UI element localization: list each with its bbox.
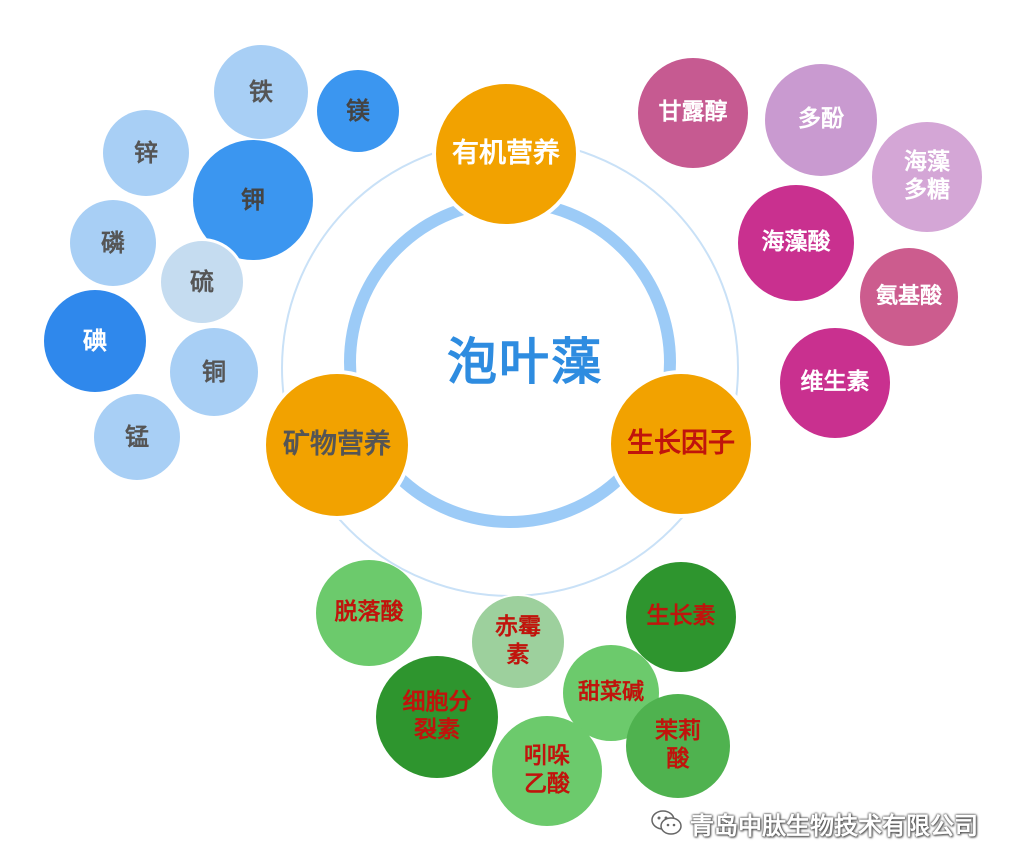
- growth-item-auxin: 生长素: [626, 562, 736, 672]
- growth-item-label: 甜菜碱: [577, 679, 644, 705]
- mineral-item-iodine: 碘: [44, 290, 146, 392]
- category-mineral-label: 矿物营养: [283, 428, 391, 460]
- mineral-item-label: 磷: [101, 228, 125, 257]
- organic-item-label: 维生素: [800, 369, 870, 396]
- mineral-item-iron: 铁: [214, 45, 308, 139]
- category-growth-factor: 生长因子: [607, 370, 755, 518]
- organic-item-mannitol: 甘露醇: [638, 58, 748, 168]
- organic-item-polyphenol: 多酚: [765, 64, 877, 176]
- mineral-item-sulfur: 硫: [158, 238, 246, 326]
- mineral-item-label: 钾: [241, 185, 265, 214]
- mineral-item-copper: 铜: [170, 328, 258, 416]
- growth-item-label: 生长素: [646, 603, 716, 630]
- category-growth-label: 生长因子: [627, 427, 735, 459]
- watermark-text: 青岛中肽生物技术有限公司: [690, 811, 978, 840]
- mineral-item-magnesium: 镁: [317, 70, 399, 152]
- center-title: 泡叶藻: [447, 333, 603, 391]
- organic-item-label: 氨基酸: [875, 283, 942, 309]
- growth-item-label: 细胞分 裂素: [402, 689, 472, 743]
- watermark: 青岛中肽生物技术有限公司: [650, 805, 1010, 841]
- organic-item-vitamin: 维生素: [780, 328, 890, 438]
- organic-item-label: 海藻酸: [761, 229, 831, 256]
- category-organic-nutrition: 有机营养: [432, 80, 580, 228]
- mineral-item-label: 碘: [83, 326, 107, 355]
- mineral-item-label: 铜: [202, 357, 226, 386]
- mineral-item-label: 锌: [134, 138, 158, 167]
- mineral-item-label: 锰: [125, 422, 149, 451]
- mineral-item-label: 铁: [249, 77, 273, 106]
- growth-item-label: 脱落酸: [334, 599, 404, 626]
- growth-item-jasmonic-acid: 茉莉 酸: [626, 694, 730, 798]
- growth-item-cytokinin: 细胞分 裂素: [376, 656, 498, 778]
- organic-item-label: 海藻 多糖: [904, 149, 950, 203]
- mineral-item-label: 镁: [346, 96, 370, 125]
- organic-item-alginic-acid: 海藻酸: [738, 185, 854, 301]
- mineral-item-zinc: 锌: [103, 110, 189, 196]
- organic-item-polysaccharide: 海藻 多糖: [872, 122, 982, 232]
- organic-item-label: 甘露醇: [658, 99, 728, 126]
- mineral-item-label: 硫: [190, 267, 214, 296]
- mineral-item-manganese: 锰: [94, 394, 180, 480]
- organic-item-amino-acid: 氨基酸: [860, 248, 958, 346]
- mineral-item-phosphorus: 磷: [70, 200, 156, 286]
- category-organic-label: 有机营养: [452, 137, 560, 169]
- growth-item-label: 吲哚 乙酸: [524, 743, 570, 797]
- growth-item-label: 赤霉 素: [495, 614, 541, 668]
- growth-item-gibberellin: 赤霉 素: [470, 594, 566, 690]
- organic-item-label: 多酚: [798, 106, 844, 133]
- growth-item-indoleacetic-acid: 吲哚 乙酸: [492, 716, 602, 826]
- wechat-icon: [651, 810, 682, 835]
- growth-item-abscisic-acid: 脱落酸: [316, 560, 422, 666]
- growth-item-label: 茉莉 酸: [655, 718, 701, 772]
- category-mineral-nutrition: 矿物营养: [262, 370, 412, 520]
